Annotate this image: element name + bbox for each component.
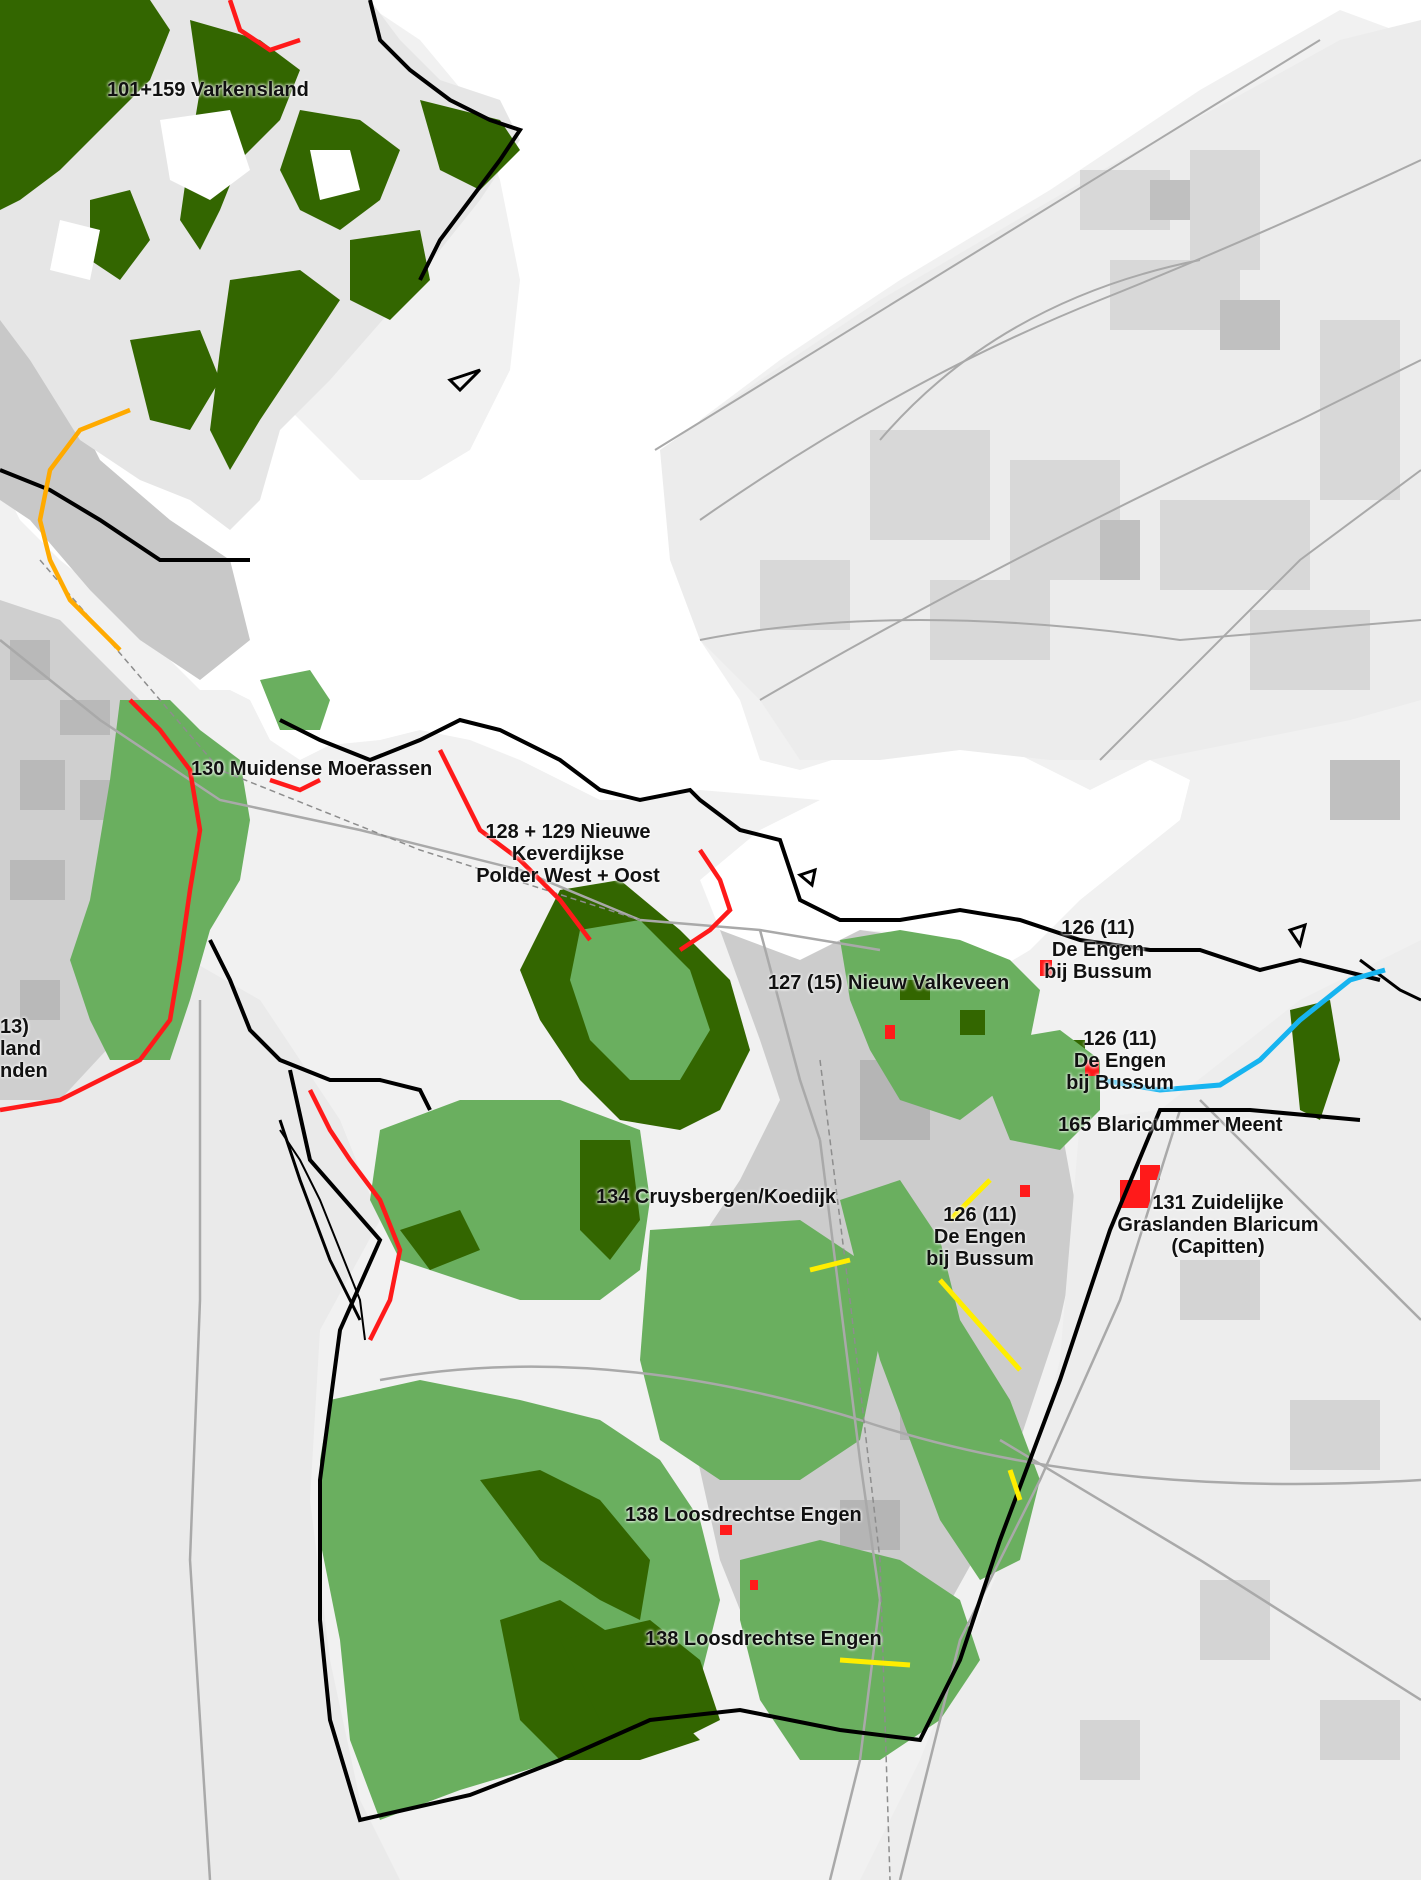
- red-patches: [720, 960, 1160, 1590]
- south-east-fields: [1080, 1260, 1400, 1780]
- boundary-south: [288, 1069, 1361, 1823]
- flevoland-fields-dark: [1100, 180, 1400, 820]
- flevoland-roads: [654, 39, 1421, 761]
- boundary-small-2: [796, 867, 817, 888]
- nature-valkeveen: [840, 930, 1040, 1120]
- nature-blaricummer-meent: [990, 1030, 1100, 1150]
- nature-loosdrecht-east: [740, 1540, 980, 1760]
- nature-gooimeer-edge: [1290, 1000, 1340, 1120]
- south-east-land: [860, 940, 1421, 1880]
- nature-naarderbos-light: [570, 920, 710, 1080]
- nature-muidense-2: [260, 670, 330, 730]
- label-loosdrechtse-engen-2: 138 Loosdrechtse Engen: [645, 1628, 882, 1650]
- red-lines: [0, 0, 733, 1342]
- boundary-west-2: [278, 1119, 362, 1321]
- black-red-route: [279, 1129, 366, 1341]
- label-loosdrechtse-engen-1: 138 Loosdrechtse Engen: [625, 1504, 862, 1526]
- built-ijburg: [0, 270, 250, 680]
- boundary-meer-edge: [1359, 958, 1421, 1002]
- blue-line: [1099, 967, 1386, 1093]
- boundary-north-west: [0, 468, 250, 562]
- nature-loosdrecht-dark: [480, 1470, 650, 1620]
- railways: [39, 559, 891, 1880]
- nature-varkensland-base: [0, 0, 520, 530]
- nature-bussum-heide: [840, 1180, 1040, 1580]
- flevoland-fields: [760, 150, 1400, 690]
- nature-varkensland-white: [50, 110, 360, 280]
- label-varkensland: 101+159 Varkensland: [107, 79, 309, 101]
- label-nieuw-valkeveen: 127 (15) Nieuw Valkeveen: [768, 972, 1010, 994]
- label-keverdijkse-polder: 128 + 129 Nieuwe Keverdijkse Polder West…: [476, 821, 660, 887]
- south-land: [0, 960, 400, 1880]
- nature-loosdrecht-east-dark: [560, 1620, 720, 1740]
- boundary-small: [1287, 922, 1308, 949]
- boundary-north: [279, 717, 1381, 982]
- label-de-engen-2: 126 (11) De Engen bij Bussum: [1066, 1028, 1174, 1094]
- label-de-engen-3: 126 (11) De Engen bij Bussum: [926, 1204, 1034, 1270]
- nature-cruysbergen-dark: [400, 1140, 640, 1270]
- yellow-lines: [809, 1178, 1023, 1668]
- label-blaricummer-meent: 165 Blaricummer Meent: [1058, 1114, 1283, 1136]
- label-edge-cut: 13) land nden: [0, 1016, 48, 1082]
- roads: [0, 639, 1421, 1880]
- boundary-west: [208, 939, 432, 1111]
- label-muidense-moerassen: 130 Muidense Moerassen: [191, 758, 433, 780]
- label-de-engen-1: 126 (11) De Engen bij Bussum: [1044, 917, 1152, 983]
- label-zuidelijke-graslanden: 131 Zuidelijke Graslanden Blaricum (Capi…: [1117, 1192, 1319, 1258]
- orange-line: [37, 407, 131, 652]
- label-cruysbergen-koedijk: 134 Cruysbergen/Koedijk: [596, 1186, 837, 1208]
- nature-gooise-heide: [640, 1220, 880, 1480]
- boundary-ring: [447, 368, 482, 393]
- boundary-varkensland: [368, 0, 524, 281]
- water-lake: [0, 0, 1421, 980]
